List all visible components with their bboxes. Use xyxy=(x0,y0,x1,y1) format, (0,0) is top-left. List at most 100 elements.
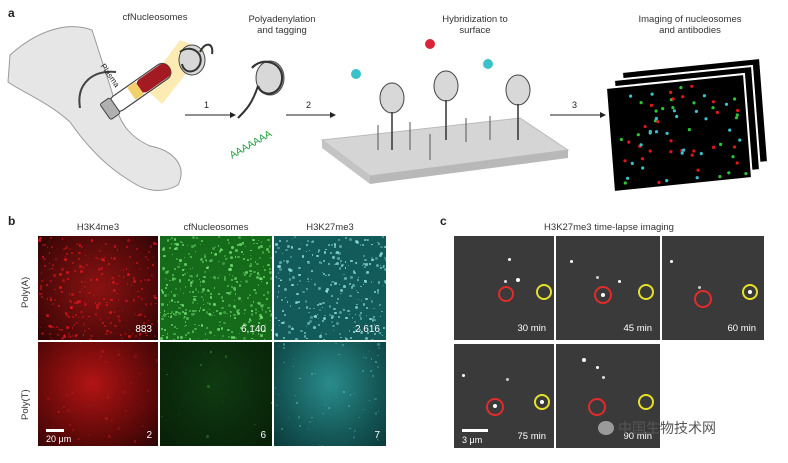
stack-dot xyxy=(665,179,669,183)
stack-dot xyxy=(672,109,677,113)
stack-dot xyxy=(629,94,633,98)
stack-dot xyxy=(654,109,658,113)
stack-dot xyxy=(735,161,739,165)
stack-dot xyxy=(734,116,739,120)
label-imaging: Imaging of nucleosomes and antibodies xyxy=(620,14,760,36)
watermark: 中国生物技术网 xyxy=(598,418,716,438)
row-label-polya: Poly(A) xyxy=(20,276,31,308)
timelapse-label-60min: 60 min xyxy=(727,323,756,334)
blood-tube xyxy=(100,62,172,120)
stack-dot xyxy=(696,168,700,172)
count-h3k4me3-polya: 883 xyxy=(135,324,152,335)
stack-dot xyxy=(690,153,694,157)
stack-dot xyxy=(733,97,737,101)
micrograph-cfnucleosomes-polya: 6,140 xyxy=(160,236,272,340)
stack-dot xyxy=(650,92,654,96)
nucleosome-icon xyxy=(178,43,214,76)
panel-c-letter: c xyxy=(440,214,447,228)
stack-dot xyxy=(699,152,703,156)
col-label-h3k4me3: H3K4me3 xyxy=(76,222,120,233)
timelapse-label-75min: 75 min xyxy=(517,431,546,442)
stack-dot xyxy=(735,113,739,117)
timelapse-frame-75min: 3 μm 75 min xyxy=(454,344,554,448)
wechat-logo-icon xyxy=(598,421,614,435)
micrograph-h3k27me3-polyt: 7 xyxy=(274,342,386,446)
stack-dot xyxy=(619,137,624,142)
stack-dot xyxy=(654,116,659,121)
stack-dot xyxy=(692,149,696,153)
stack-dot xyxy=(692,101,696,105)
label-hybridization-line2: surface xyxy=(459,25,491,36)
timelapse-label-30min: 30 min xyxy=(517,323,546,334)
stack-dot xyxy=(675,114,679,119)
label-imaging-line2: and antibodies xyxy=(659,25,721,36)
scale-bar-3um-label: 3 μm xyxy=(462,435,483,445)
stack-dot xyxy=(654,130,659,134)
stack-dot xyxy=(681,95,685,99)
stack-dot xyxy=(719,142,723,146)
stack-dot xyxy=(669,139,673,143)
stack-dot xyxy=(636,133,640,137)
stack-dot xyxy=(627,140,631,144)
count-h3k4me3-polyt: 2 xyxy=(146,430,152,441)
watermark-text: 中国生物技术网 xyxy=(618,421,716,437)
stack-dot xyxy=(690,84,694,88)
stack-dot xyxy=(704,117,708,121)
stack-dot xyxy=(623,159,627,163)
antibody-red-icon xyxy=(425,39,435,49)
stack-dot xyxy=(731,155,735,159)
stack-dot xyxy=(738,138,742,142)
col-label-h3k27me3: H3K27me3 xyxy=(306,222,354,233)
micrograph-cfnucleosomes-polyt: 6 xyxy=(160,342,272,446)
label-cfnucleosomes: cfNucleosomes xyxy=(122,12,188,23)
count-cfnucleosomes-polya: 6,140 xyxy=(240,324,266,335)
stack-dot xyxy=(641,166,645,170)
micrograph-h3k4me3-polyt: 20 μm 2 xyxy=(38,342,158,446)
timelapse-frame-30min: 30 min xyxy=(454,236,554,340)
stack-dot xyxy=(724,102,729,106)
col-label-cfnucleosomes: cfNucleosomes xyxy=(183,222,249,233)
stack-dot xyxy=(669,150,673,154)
scale-bar-20um xyxy=(46,429,64,432)
step-3-label: 3 xyxy=(572,100,578,110)
label-hybridization-line1: Hybridization to xyxy=(442,14,508,25)
timelapse-label-45min: 45 min xyxy=(623,323,652,334)
stack-dot xyxy=(695,176,699,180)
stack-dot xyxy=(715,110,719,115)
stack-dot xyxy=(728,128,732,132)
stack-dot xyxy=(679,86,683,90)
row-label-polyt: Poly(T) xyxy=(20,389,31,420)
stack-dot xyxy=(718,175,722,179)
stack-dot xyxy=(711,100,716,104)
panel-c-title: H3K27me3 time-lapse imaging xyxy=(544,222,674,233)
label-hybridization: Hybridization to surface xyxy=(420,14,530,36)
step-2-label: 2 xyxy=(306,100,312,110)
stack-dot xyxy=(682,148,686,152)
stack-dot xyxy=(630,161,634,165)
timelapse-frame-60min: 60 min xyxy=(662,236,764,340)
stack-dot xyxy=(623,181,627,185)
stack-dot xyxy=(711,106,715,110)
stack-dot xyxy=(639,101,643,105)
stack-dot xyxy=(648,149,652,153)
panel-a-illustration xyxy=(7,26,770,194)
stack-dot xyxy=(656,120,660,124)
timelapse-frame-45min: 45 min xyxy=(556,236,660,340)
stack-dot xyxy=(665,131,669,135)
micrograph-h3k4me3-polya: 883 xyxy=(38,236,158,340)
stack-dot xyxy=(669,90,673,94)
stack-dot xyxy=(736,108,740,113)
stack-dot xyxy=(680,151,684,155)
panel-a-letter: a xyxy=(8,6,15,20)
hybridized-nucleosomes xyxy=(377,70,531,160)
panel-b-letter: b xyxy=(8,214,16,228)
stack-dot xyxy=(671,106,675,110)
micrograph-h3k27me3-polya: 2,616 xyxy=(274,236,386,340)
stack-dot xyxy=(687,128,692,132)
label-polyadenylation: Polyadenylation and tagging xyxy=(232,14,332,36)
stack-dot xyxy=(671,97,675,101)
stack-dot xyxy=(661,107,665,111)
label-polyadenylation-line1: Polyadenylation xyxy=(248,14,316,25)
scale-bar-3um xyxy=(462,429,488,432)
antibody-cyan-icon xyxy=(351,69,361,79)
